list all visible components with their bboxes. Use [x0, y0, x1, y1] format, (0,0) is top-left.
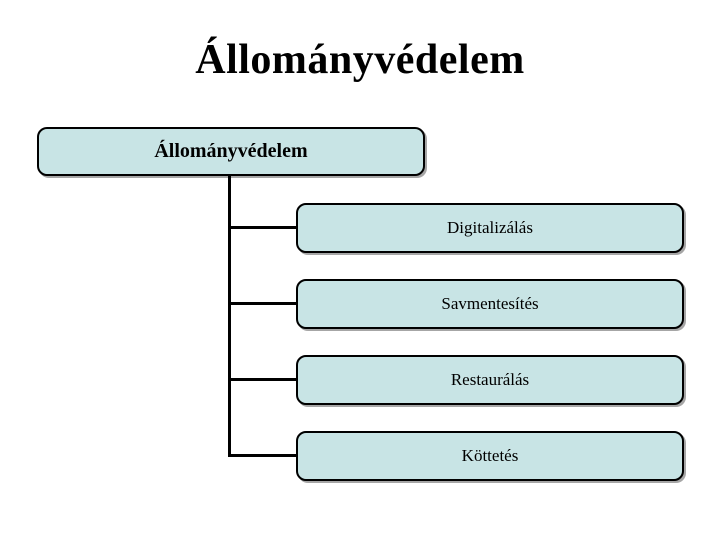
connector-branch-restauralas — [228, 378, 296, 381]
org-child-label: Savmentesítés — [441, 294, 539, 313]
connector-trunk-line — [228, 176, 231, 457]
org-child-label: Restaurálás — [450, 370, 530, 389]
connector-branch-savmentesites — [228, 302, 296, 305]
org-child-node-savmentesites: Savmentesítés — [296, 279, 684, 329]
connector-branch-digitalizalas — [228, 226, 296, 229]
org-root-node: Állományvédelem — [37, 127, 425, 176]
slide-title: Állományvédelem — [195, 37, 525, 83]
org-child-label: Köttetés — [461, 446, 519, 465]
org-child-label: Digitalizálás — [447, 218, 533, 237]
org-child-node-digitalizalas: Digitalizálás — [296, 203, 684, 253]
connector-branch-kottetes — [228, 454, 296, 457]
org-child-node-kottetes: Köttetés — [296, 431, 684, 481]
org-child-node-restauralas: Restaurálás — [296, 355, 684, 405]
org-root-label: Állományvédelem — [154, 140, 308, 162]
